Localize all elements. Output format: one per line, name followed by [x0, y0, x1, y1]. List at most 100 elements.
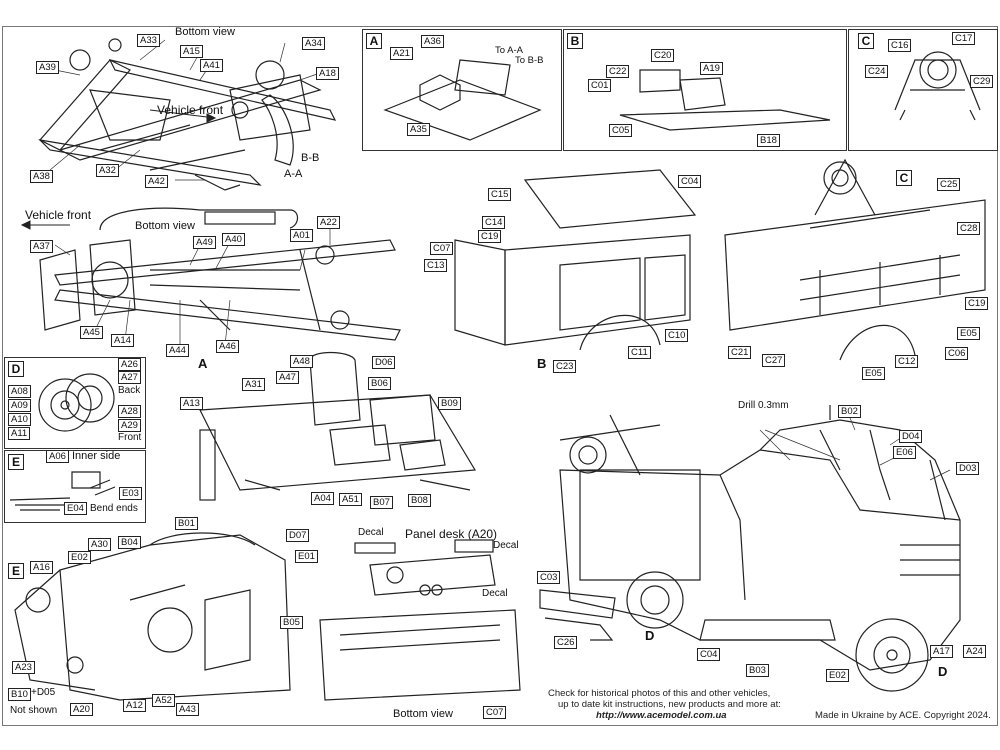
part-label: E03	[119, 487, 142, 500]
part-label: +D05	[31, 687, 56, 698]
part-label: A10	[8, 413, 31, 426]
decal-label-1: Decal	[358, 527, 384, 538]
copyright-notice: Made in Ukraine by ACE. Copyright 2024.	[815, 710, 991, 721]
marker-d2: D	[938, 664, 948, 679]
part-label: A01	[290, 229, 313, 242]
part-label: A33	[137, 34, 160, 47]
detail-frame-a	[362, 29, 562, 151]
part-label: A06	[46, 450, 69, 463]
part-label: A21	[390, 47, 413, 60]
part-label: A47	[276, 371, 299, 384]
part-label: A22	[317, 216, 340, 229]
detail-label-d: D	[8, 361, 24, 377]
part-label: A48	[290, 355, 313, 368]
part-label: A49	[193, 236, 216, 249]
part-label: C17	[952, 32, 976, 45]
footer-note-line2: up to date kit instructions, new product…	[558, 699, 781, 710]
part-label: C10	[665, 329, 689, 342]
part-label: A20	[70, 703, 93, 716]
part-label: C27	[762, 354, 786, 367]
part-label: B05	[280, 616, 303, 629]
part-label: A42	[145, 175, 168, 188]
bottom-view-top: Bottom view	[175, 26, 235, 38]
bend-ends-label: Bend ends	[90, 503, 138, 514]
part-label: E05	[957, 327, 980, 340]
panel-desk-title: Panel desk (A20)	[405, 527, 498, 541]
part-label: B01	[175, 517, 198, 530]
part-label: C06	[945, 347, 969, 360]
vehicle-front-top: Vehicle front	[157, 103, 224, 117]
detail-frame-c	[848, 29, 998, 151]
part-label: A17	[930, 645, 953, 658]
part-label: A35	[407, 123, 430, 136]
part-label: C07	[483, 706, 507, 719]
section-aa: A-A	[284, 168, 303, 180]
part-label: C12	[895, 355, 919, 368]
part-label: B10	[8, 688, 31, 701]
part-label: B09	[438, 397, 461, 410]
part-label: E02	[68, 551, 91, 564]
footer-note-line1: Check for historical photos of this and …	[548, 688, 771, 699]
bottom-view-mid: Bottom view	[135, 220, 195, 232]
part-label: B07	[370, 496, 393, 509]
part-label: B06	[368, 377, 391, 390]
front-label: Front	[118, 432, 142, 443]
part-label: A26	[118, 358, 141, 371]
part-label: C14	[482, 216, 506, 229]
marker-b: B	[537, 356, 547, 371]
part-label: D07	[286, 529, 310, 542]
part-label: A14	[111, 334, 134, 347]
part-label: A19	[700, 62, 723, 75]
part-label: A04	[311, 492, 334, 505]
detail-label-b: B	[567, 33, 583, 49]
marker-d1: D	[645, 628, 655, 643]
part-label: A23	[12, 661, 35, 674]
part-label: A15	[180, 45, 203, 58]
part-label: A37	[30, 240, 53, 253]
part-label: C07	[430, 242, 454, 255]
part-label: B18	[757, 134, 780, 147]
footer-url[interactable]: http://www.acemodel.com.ua	[596, 710, 727, 721]
not-shown-label: Not shown	[10, 705, 58, 716]
part-label: C03	[537, 571, 561, 584]
part-label: A51	[339, 493, 362, 506]
part-label: A27	[118, 371, 141, 384]
part-label: A36	[421, 35, 444, 48]
part-label: C25	[937, 178, 961, 191]
part-label: A24	[963, 645, 986, 658]
part-label: A38	[30, 170, 53, 183]
detail-label-e: E	[8, 454, 24, 470]
part-label: C19	[965, 297, 989, 310]
part-label: C23	[553, 360, 577, 373]
detail-frame-d	[4, 357, 146, 449]
part-label: A46	[216, 340, 239, 353]
part-label: A45	[80, 326, 103, 339]
part-label: D03	[956, 462, 980, 475]
part-label: C29	[970, 75, 994, 88]
part-label: A39	[36, 61, 59, 74]
part-label: A43	[176, 703, 199, 716]
part-label: E02	[826, 669, 849, 682]
instruction-sheet-border	[2, 26, 998, 726]
part-label: A32	[96, 164, 119, 177]
part-label: C13	[424, 259, 448, 272]
detail-frame-b	[563, 29, 847, 151]
drill-label: Drill 0.3mm	[738, 400, 789, 411]
part-label: C05	[609, 124, 633, 137]
part-label: C19	[478, 230, 502, 243]
part-label: A11	[8, 427, 31, 440]
part-label: A30	[88, 538, 111, 551]
section-bb: B-B	[301, 152, 320, 164]
part-label: C15	[488, 188, 512, 201]
detail-label-a: A	[366, 33, 382, 49]
part-label: A08	[8, 385, 31, 398]
part-label: A16	[30, 561, 53, 574]
part-label: C21	[728, 346, 752, 359]
to-bb: To B-B	[515, 55, 544, 66]
part-label: A18	[316, 67, 339, 80]
part-label: A31	[242, 378, 265, 391]
marker-a: A	[198, 356, 208, 371]
part-label: E05	[862, 367, 885, 380]
part-label: A29	[118, 419, 141, 432]
